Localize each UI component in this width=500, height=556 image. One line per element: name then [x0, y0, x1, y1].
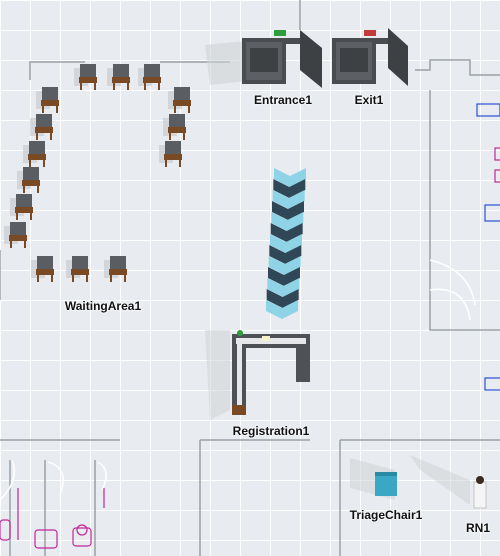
waiting-chair[interactable]	[159, 141, 182, 167]
arrow-chevron	[267, 278, 300, 297]
waiting-chair[interactable]	[10, 194, 33, 220]
exit-label: Exit1	[354, 93, 384, 107]
waiting-chair[interactable]	[23, 141, 46, 167]
arrow-chevron	[271, 212, 304, 231]
arrow-chevron	[269, 245, 302, 264]
arrow-chevron	[266, 289, 299, 308]
waiting-chair[interactable]	[4, 222, 27, 248]
arrow-chevron	[273, 179, 306, 198]
door-swing-arcs	[0, 259, 476, 501]
waiting-chair[interactable]	[17, 167, 40, 193]
registration-label: Registration1	[232, 424, 310, 438]
entrance-label: Entrance1	[253, 93, 313, 107]
waiting-chair[interactable]	[107, 64, 130, 90]
arrow-chevron	[272, 201, 304, 220]
waiting-chair[interactable]	[31, 256, 54, 282]
waiting-chair[interactable]	[168, 87, 191, 113]
nurse-rn1[interactable]	[410, 455, 487, 509]
arrow-chevron	[270, 223, 303, 242]
waiting-area-label: WaitingArea1	[64, 299, 142, 313]
waiting-chair[interactable]	[163, 114, 186, 140]
exam-room-equipment	[0, 488, 105, 549]
path-arrow	[266, 168, 306, 319]
exit-door[interactable]	[332, 28, 408, 86]
right-room-markers	[476, 103, 500, 391]
waiting-chair[interactable]	[36, 87, 59, 113]
arrow-chevron	[272, 190, 305, 209]
arrow-chevron	[270, 234, 302, 253]
waiting-chair[interactable]	[138, 64, 161, 90]
triage-chair-label: TriageChair1	[349, 508, 423, 522]
arrow-chevron	[274, 168, 306, 187]
arrow-chevron	[268, 267, 300, 286]
waiting-chair[interactable]	[104, 256, 127, 282]
waiting-chair[interactable]	[66, 256, 89, 282]
waiting-chair[interactable]	[74, 64, 97, 90]
registration-desk[interactable]	[205, 330, 310, 420]
waiting-area-chairs[interactable]	[4, 64, 191, 282]
triage-chair[interactable]	[350, 458, 397, 500]
nurse-label: RN1	[465, 521, 491, 535]
waiting-chair[interactable]	[30, 114, 53, 140]
entrance-door[interactable]	[205, 30, 322, 88]
arrow-chevron	[266, 300, 298, 319]
arrow-chevron	[268, 256, 301, 275]
